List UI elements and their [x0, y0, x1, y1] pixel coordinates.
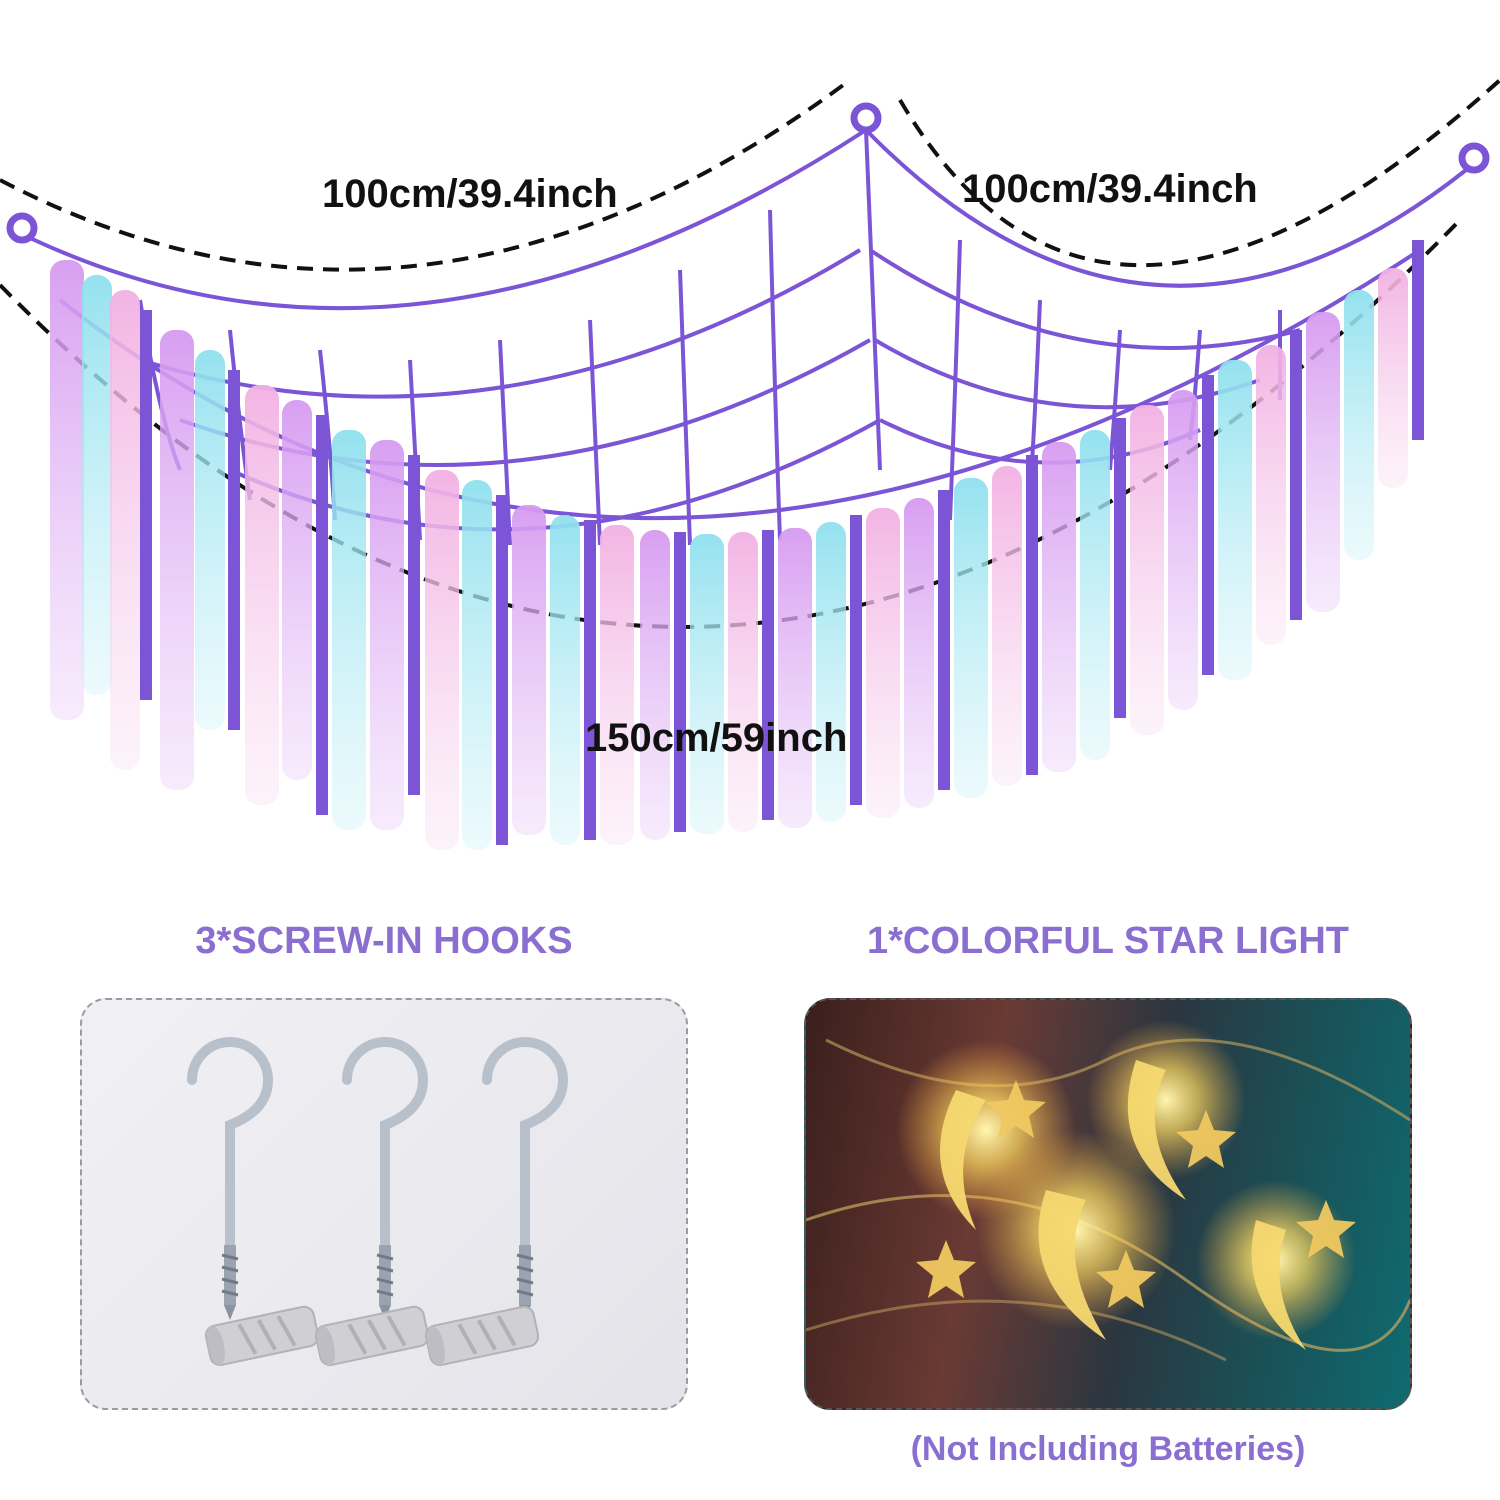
- screw-hook-icon: [187, 1037, 274, 1320]
- wall-anchor-icon: [314, 1305, 430, 1367]
- hooks-section-title: 3*SCREW-IN HOOKS: [195, 920, 573, 962]
- star-light-panel: [804, 998, 1412, 1410]
- net-illustration: [0, 78, 1500, 850]
- star-light-illustration: [806, 1020, 1410, 1362]
- star-light-icon: [916, 1080, 1356, 1308]
- left-dimension-arc: [0, 78, 852, 272]
- wall-anchor-icon: [424, 1305, 540, 1367]
- left-loop: [6, 212, 38, 244]
- right-loop: [1458, 142, 1490, 174]
- left-dimension-label: 100cm/39.4inch: [322, 172, 618, 216]
- wall-anchor-icon: [204, 1305, 320, 1367]
- top-loop: [850, 102, 882, 134]
- tassel-fringe: [50, 240, 1424, 850]
- screw-hook-icon: [482, 1037, 569, 1320]
- hooks-panel: [80, 998, 688, 1410]
- screw-hook-icon: [342, 1037, 429, 1320]
- right-dimension-arc: [898, 78, 1500, 268]
- light-section-title: 1*COLORFUL STAR LIGHT: [866, 920, 1350, 962]
- bottom-dimension-label: 150cm/59inch: [585, 716, 848, 760]
- moon-light-icon: [940, 1060, 1306, 1350]
- batteries-note: (Not Including Batteries): [910, 1430, 1306, 1468]
- screw-hooks-illustration: [187, 1037, 569, 1367]
- right-dimension-label: 100cm/39.4inch: [962, 167, 1258, 211]
